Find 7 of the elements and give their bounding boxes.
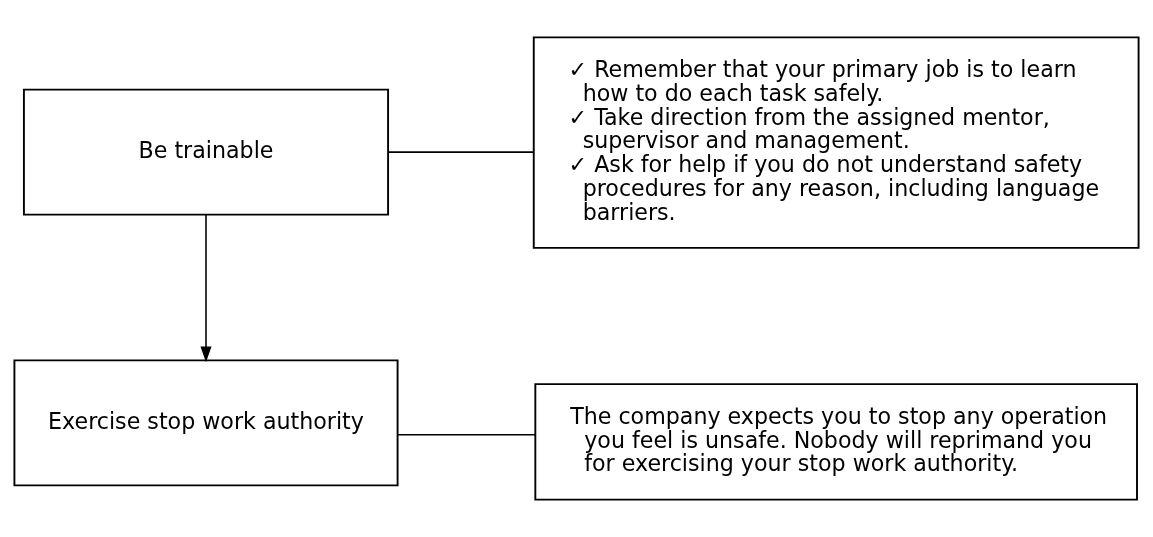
connector [387, 151, 534, 153]
node-box: ✓ Remember that your primary job is to learn how to do each task safely. ✓ Take direction from the assigned mentor, supervisor and management. ✓ Ask for help if you do not understand safety procedures for any reason, including language barriers. [532, 36, 1140, 249]
node-box: Be trainable [22, 88, 390, 216]
connector [396, 433, 536, 436]
node-box: Exercise stop work authority [13, 359, 399, 487]
node-box: The company expects you to stop any operation you feel is unsafe. Nobody will reprimand you for exercising your stop work authority. [534, 383, 1138, 501]
arrow [200, 214, 212, 363]
